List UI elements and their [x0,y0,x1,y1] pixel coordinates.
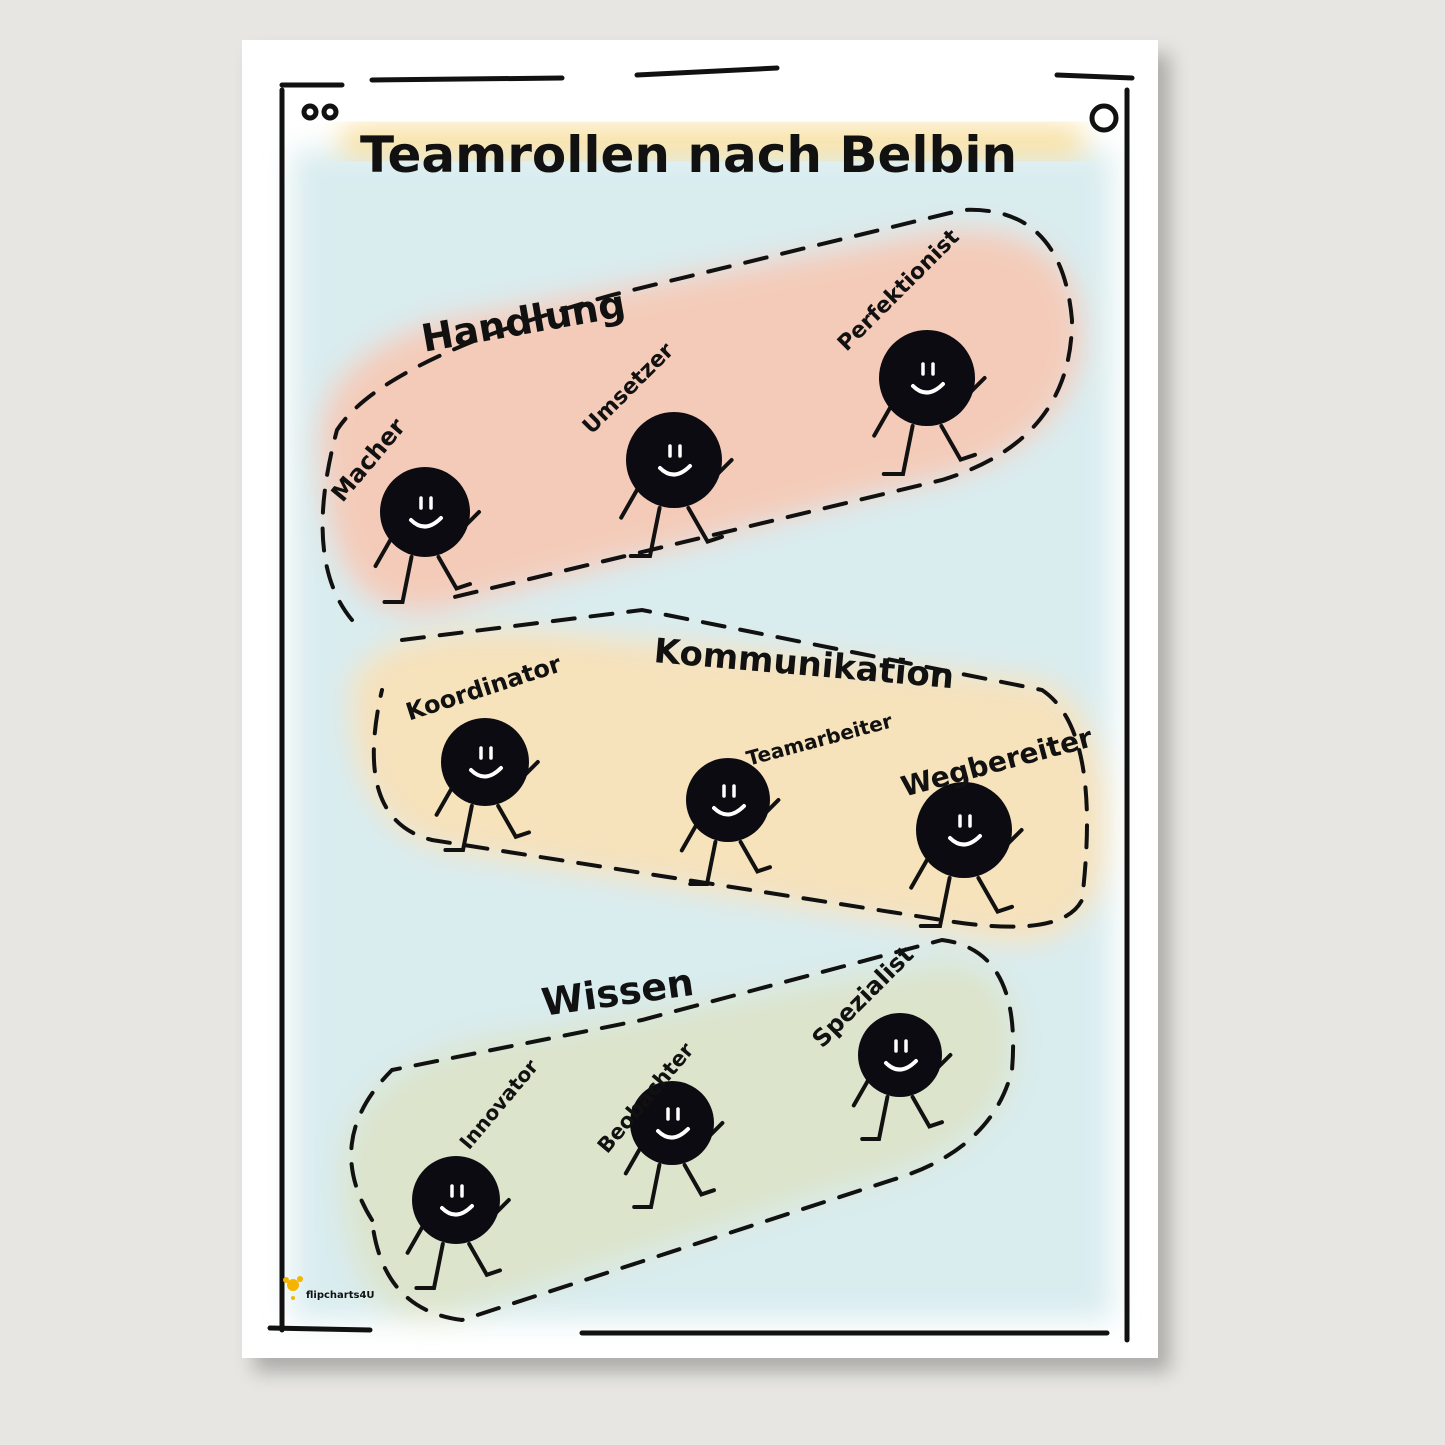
page-title: Teamrollen nach Belbin [360,126,1018,184]
logo: flipcharts4U [282,1275,375,1301]
character-figure [909,782,1024,928]
character-figure [623,1081,725,1209]
splash-icon [283,1276,303,1300]
character-figure [373,467,481,604]
poster: Teamrollen nach Belbin Handlung Kommunik… [242,40,1158,1358]
character-figure [679,758,781,886]
character-figure [851,1013,953,1141]
illustration [267,65,1135,1343]
character-figure [405,1156,511,1290]
character-figure [619,412,734,558]
logo-text: flipcharts4U [306,1290,375,1301]
character-figure [434,718,540,852]
character-figure [872,330,987,476]
